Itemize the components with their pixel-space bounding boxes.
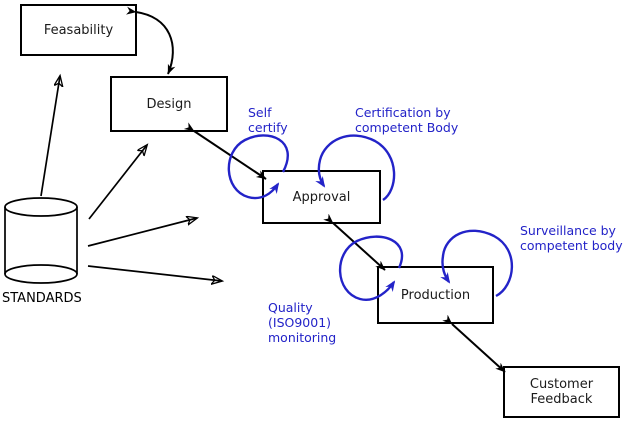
- box-customer-feedback[interactable]: Customer Feedback: [503, 366, 620, 418]
- box-production-label: Production: [400, 287, 471, 303]
- connector-standards-feasability: [40, 76, 60, 197]
- box-customer-feedback-label: Customer Feedback: [529, 377, 594, 407]
- connector-standards-production: [87, 265, 222, 281]
- annotation-self-certify: Self certify: [248, 105, 288, 135]
- annotation-surveillance-by-competent-body: Surveillance by competent body: [520, 223, 623, 253]
- connector-design-approval: [183, 122, 267, 180]
- connector-design-feasability: [126, 6, 176, 75]
- standards-datastore: [4, 197, 78, 284]
- standards-label: STANDARDS: [2, 291, 82, 306]
- connector-standards-approval: [87, 218, 197, 247]
- box-approval[interactable]: Approval: [262, 170, 381, 224]
- box-design-label: Design: [146, 96, 192, 112]
- connector-approval-production: [323, 213, 386, 271]
- connector-production-customer-feedback: [442, 314, 506, 373]
- box-approval-label: Approval: [292, 189, 351, 205]
- connector-standards-design: [88, 145, 147, 220]
- box-feasability[interactable]: Feasability: [20, 4, 137, 56]
- box-design[interactable]: Design: [110, 76, 228, 132]
- box-production[interactable]: Production: [377, 266, 494, 324]
- annotation-certification-by-competent-body: Certification by competent Body: [355, 105, 459, 135]
- box-feasability-label: Feasability: [43, 22, 114, 38]
- annotation-quality-iso9001-monitoring: Quality (ISO9001) monitoring: [268, 300, 337, 345]
